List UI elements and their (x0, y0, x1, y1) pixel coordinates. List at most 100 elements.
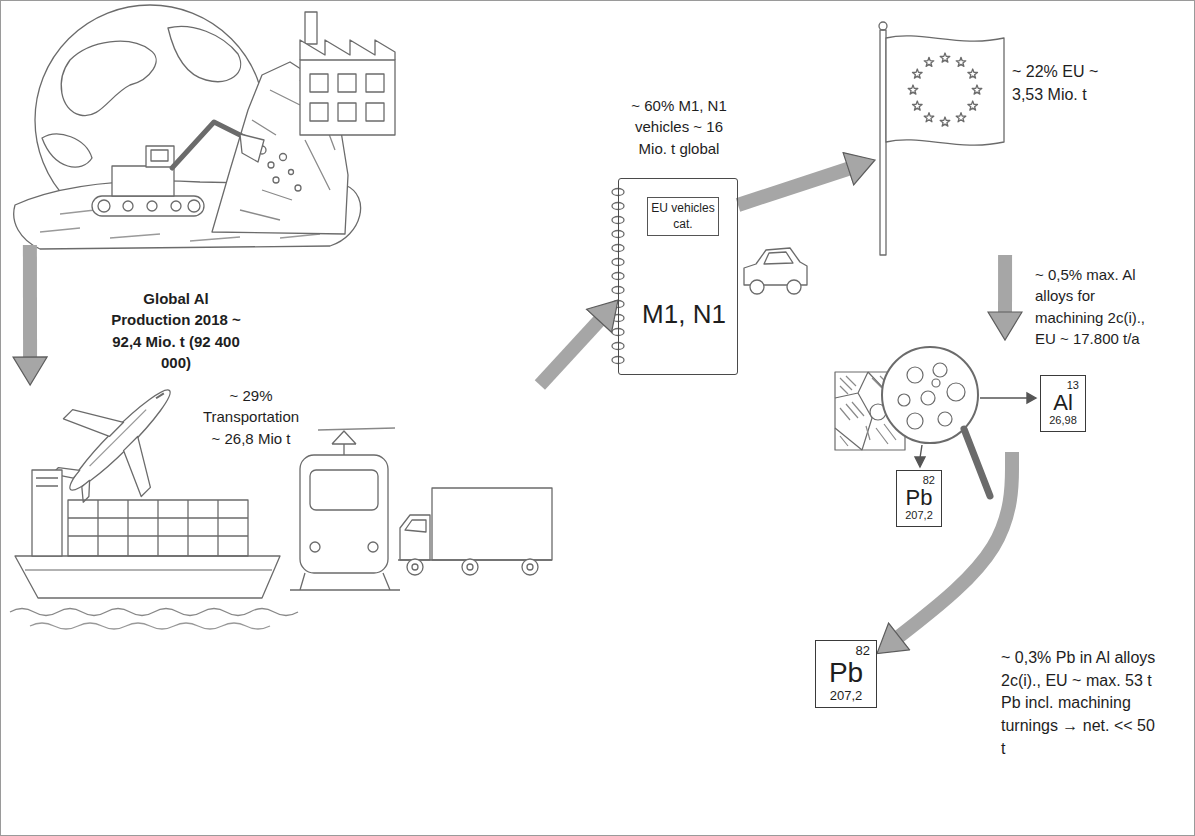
stage-region: ~ 22% EU ~ 3,53 Mio. t (875, 25, 1190, 255)
stage-region: ~ 0,5% max. Al alloys for machining 2c(i… (830, 340, 1020, 452)
microstructure (907, 413, 923, 429)
eu-flag (908, 85, 918, 94)
cover-label: EU vehicles cat. (647, 197, 719, 236)
car-sketch (744, 248, 807, 294)
transport-vehicles (310, 542, 320, 552)
microstructure (947, 383, 965, 401)
eu-flag (972, 85, 982, 94)
element-tile: Al13 26,98 (1040, 375, 1086, 432)
eu-flag (924, 113, 934, 122)
car-sketch (764, 252, 793, 264)
microstructure (932, 379, 940, 387)
cover-title: M1, N1 (633, 299, 735, 330)
leader-arrows (1027, 393, 1036, 403)
eu-flag (913, 69, 923, 78)
leader-arrows (915, 457, 925, 467)
globe-mining (212, 62, 348, 234)
element-tile: Pb82207,2~ 0,3% Pb in Al alloys 2c(i)., … (815, 640, 877, 708)
transport-vehicles (300, 455, 388, 573)
stage-caption: ~ 29% Transportation ~ 26,8 Mio t (197, 385, 305, 449)
eu-flag (968, 69, 978, 78)
transport-vehicles (527, 564, 533, 570)
globe-mining (147, 201, 157, 211)
element-symbol: Pb (822, 658, 870, 687)
transport-vehicles (68, 500, 248, 556)
transport-vehicles (522, 559, 538, 575)
factory (300, 40, 395, 60)
eu-flag (956, 57, 966, 66)
transport-vehicles (63, 383, 178, 498)
car-sketch (744, 248, 807, 285)
transport-vehicles (432, 488, 552, 560)
factory (300, 60, 395, 135)
transport-vehicles (290, 573, 400, 590)
globe-mining (123, 201, 133, 211)
element-symbol: Pb (903, 486, 935, 509)
transport-vehicles (318, 428, 395, 430)
eu-flag (879, 22, 1004, 255)
connector-group (30, 169, 1012, 637)
element-tile: Pb82207,2 (896, 470, 942, 527)
leader-arrows (980, 397, 1028, 398)
stage-caption: ~ 0,5% max. Al alloys for machining 2c(i… (1035, 264, 1151, 349)
factory (305, 12, 317, 44)
globe-mining (295, 185, 301, 191)
transport-vehicles (25, 569, 272, 570)
leader-arrows (920, 445, 922, 458)
atomic-mass: 26,98 (1047, 414, 1079, 427)
microstructure (921, 391, 935, 405)
globe-mining (151, 150, 168, 161)
globe-mining (42, 134, 92, 167)
atomic-number: 82 (822, 644, 870, 658)
transport-vehicles (310, 470, 378, 510)
eu-flag (879, 22, 887, 30)
flow-arrow (738, 169, 848, 205)
eu-flag (940, 117, 950, 126)
transport-vehicles (90, 410, 147, 467)
factory (338, 103, 356, 121)
stage-caption: Global Al Production 2018 ~ 92,4 Mio. t … (110, 288, 242, 373)
globe-mining (168, 26, 241, 81)
microstructure (964, 429, 990, 496)
transport-vehicles (400, 515, 430, 560)
flow-arrow (23, 245, 37, 357)
transport-vehicles (109, 436, 169, 496)
microstructure (907, 367, 923, 383)
factory (300, 12, 395, 135)
eu-flag (880, 30, 886, 255)
transport-vehicles (10, 609, 298, 616)
stage-caption: ~ 22% EU ~ 3,53 Mio. t (1012, 61, 1108, 106)
globe-mining (171, 201, 181, 211)
globe-mining (273, 177, 279, 183)
globe-mining (240, 134, 264, 162)
atomic-mass: 207,2 (903, 509, 935, 522)
stage-region: ~ 29% Transportation ~ 26,8 Mio t (15, 385, 555, 600)
atomic-number: 13 (1047, 379, 1079, 391)
transport-vehicles (32, 470, 62, 556)
eu-flag (913, 101, 923, 110)
element-symbol: Al (1047, 391, 1079, 414)
transport-vehicles (467, 564, 473, 570)
transport-vehicles (407, 559, 423, 575)
eu-flag (956, 113, 966, 122)
globe-mining (112, 166, 174, 196)
transport-vehicles (75, 480, 98, 503)
globe-mining (61, 41, 156, 115)
eu-flag (924, 57, 934, 66)
factory (310, 103, 328, 121)
notebook-cover: ~ 60% M1, N1 vehicles ~ 16 Mio. t global… (618, 178, 738, 375)
microstructure (938, 412, 952, 426)
atomic-mass: 207,2 (822, 688, 870, 704)
stage-region: Global Al Production 2018 ~ 92,4 Mio. t … (10, 5, 400, 245)
transport-vehicles (30, 623, 270, 629)
transport-vehicles (462, 559, 478, 575)
transport-vehicles (156, 392, 164, 400)
globe-mining (146, 146, 174, 167)
globe-mining (98, 200, 110, 212)
transport-vehicles (332, 431, 356, 455)
stage-caption: ~ 0,3% Pb in Al alloys 2c(i)., EU ~ max.… (1001, 647, 1161, 761)
globe-mining (92, 196, 204, 216)
transport-vehicles (405, 520, 426, 532)
